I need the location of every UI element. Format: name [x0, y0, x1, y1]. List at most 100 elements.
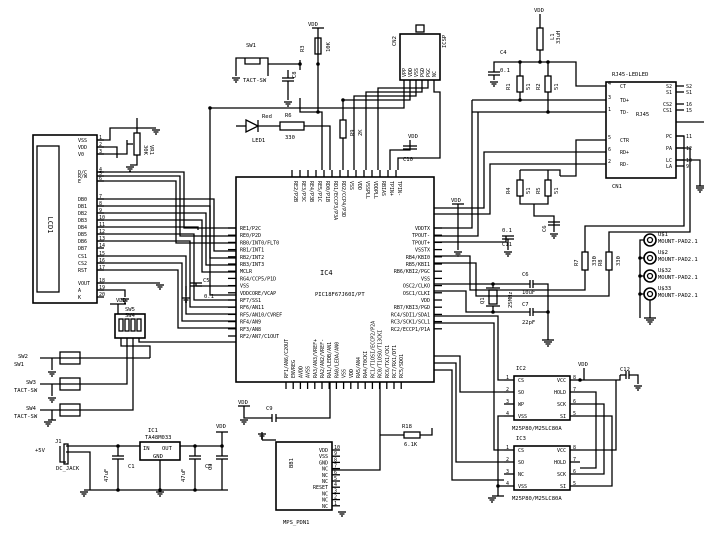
- lcd-pin-name: CS2: [78, 261, 87, 267]
- lcd-pin-name: K: [78, 295, 81, 301]
- ic2-body: [513, 375, 571, 421]
- mps-body: [275, 441, 333, 511]
- ic3-pins-pin-number: 8: [573, 445, 576, 451]
- r3-ref: R3: [300, 45, 306, 52]
- lcd-pin-number: 15: [99, 251, 105, 257]
- push-switches: SW2 SW1 SW3 TACT-SW SW4 TACT-SW: [14, 350, 150, 421]
- mcu-pin-name: RC2/ECCP1/P1A: [391, 327, 430, 333]
- mps-pin-number: 1: [334, 501, 337, 507]
- vdd-label-c11: VDD: [408, 134, 418, 140]
- lcd-pin-number: 4: [99, 167, 102, 173]
- rj45-pin-name: CS1: [663, 108, 672, 114]
- mps-pin-name: RESET: [313, 485, 328, 491]
- rj45-pin-number: 15: [686, 108, 692, 114]
- ic2-pins-pin-name: SO: [518, 390, 524, 396]
- mcu-pin-name: RF5/AN10/CVREF: [240, 312, 282, 318]
- lcd-screen: [36, 145, 60, 293]
- r1-ref: R1: [506, 83, 512, 90]
- mcu-pin-name: AVDD: [298, 366, 304, 378]
- mps-pin-name: NC: [322, 491, 328, 497]
- rj45-pin-number: 10: [686, 158, 692, 164]
- mps-pin-number: 9: [334, 451, 337, 457]
- icsp-label: ICSP: [442, 34, 448, 48]
- rj45-pin-name: CS2: [663, 102, 672, 108]
- vdd-label-ic2: VDD: [578, 362, 588, 368]
- mcu-pin-name: AVSS: [306, 366, 312, 378]
- lcd-ref: LCD1: [46, 217, 54, 234]
- mcu-right-pins: VDDTXTPOUT-TPOUT+VSSTXRB4/KBI0RB5/KBI1RB…: [391, 226, 442, 333]
- mcu-pin-name: RB5/KBI1: [406, 262, 430, 268]
- lcd-pin-name: DB0: [78, 197, 87, 203]
- mcu-pin-name: RD0/P1B: [324, 181, 330, 202]
- mcu-pin-name: RC1/T1OSI/ECCP2/P2A: [370, 321, 376, 378]
- lcd-pin-number: 6: [99, 176, 102, 182]
- ic2-pins-pin-number: 1: [506, 375, 509, 381]
- r9-ref: R9: [350, 129, 356, 136]
- mcu-pin-name: RB4/KBI0: [406, 255, 430, 261]
- mps-pin-name: VDD: [319, 448, 328, 454]
- led-color: Red: [262, 114, 272, 120]
- lcd-pin-name: V0: [78, 152, 84, 158]
- ic2-pins-pin-name: VSS: [518, 414, 527, 420]
- rj45-pin-number: 2: [608, 159, 611, 165]
- rj45-pin-name: PA: [666, 146, 672, 152]
- ic3-pins-pin-name: SO: [518, 460, 524, 466]
- ic3-pins-pin-name: VSS: [518, 484, 527, 490]
- lcd-pin-name: A: [78, 288, 81, 294]
- dip-switch: SW5 SW4 VDD: [110, 298, 236, 358]
- c1-ref: C1: [128, 464, 135, 470]
- mcu-pin-name: RD1/ECCP3/P3A: [332, 181, 338, 220]
- ic2-pins-pin-number: 4: [506, 411, 509, 417]
- mcu-pin-name: VSSTX: [415, 248, 430, 254]
- ic3-ref: IC3: [516, 436, 526, 442]
- mcu-pin-name: RF7/SS1: [240, 298, 261, 304]
- mcu-pin-name: VDDPLL: [372, 181, 378, 199]
- c5-ref: C6: [542, 225, 548, 232]
- c2-ref: C2: [205, 464, 212, 470]
- rj45-pin-number: 4: [608, 81, 611, 87]
- sw1-group: SW1 TACT-SW VDD R3 10K C8: [235, 22, 332, 170]
- vr1-ref: VR1: [148, 145, 154, 155]
- rj45-pin-number: 16: [686, 102, 692, 108]
- rj45-pin-name: PC: [666, 134, 672, 140]
- rj45-body: [605, 81, 677, 179]
- rj45-pin-number: 6: [608, 147, 611, 153]
- sw4-part: TACT-SW: [14, 414, 38, 420]
- reg-gnd: GND: [153, 454, 163, 460]
- mcu-pin-name: RF1/AN6/C2OUT: [284, 339, 290, 378]
- ic2-pins-pin-number: 2: [506, 387, 509, 393]
- mount-pad-4: U$33 MOUNT-PAD2.1: [643, 286, 698, 301]
- ic3-part: M25P80/M25LC80A: [512, 496, 562, 502]
- mcu-pin-name: RE5/P1C: [316, 181, 322, 202]
- icsp-ref: CN2: [392, 36, 398, 46]
- mps-pin-number: 6: [334, 470, 337, 476]
- mcu-pin-name: RA5/AN4: [356, 357, 362, 378]
- mcu-pin-name: RE4/P3B: [308, 181, 314, 202]
- ic2-pins-pin-name: SCK: [557, 402, 566, 408]
- c6-ref: C5: [203, 278, 210, 284]
- mcu-pin-name: RC4/SDI1/SDA1: [391, 312, 430, 318]
- ic2-ref: IC2: [516, 366, 526, 372]
- mcu-pin-name: TPIN-: [396, 181, 402, 196]
- ic3-pins-pin-name: HOLD: [554, 460, 566, 466]
- mcu-pin-name: VDDCORE/VCAP: [240, 291, 276, 297]
- mcu-pin-name: RA3/AN3/VREF+: [313, 339, 319, 378]
- mcu-pin-name: RC3/SCK1/SCL1: [391, 320, 430, 326]
- mcu-pin-name: VDD: [356, 181, 362, 190]
- ic2-part: M25P80/M25LC80A: [512, 426, 562, 432]
- mcu-part: PIC18F67J60I/PT: [315, 292, 365, 298]
- reg-out: OUT: [162, 446, 173, 452]
- pot-body: [133, 132, 141, 156]
- l1-value: 33uH: [556, 31, 562, 44]
- r5-ref: R5: [536, 187, 542, 194]
- vdd-label-r3: VDD: [308, 22, 318, 28]
- mount3-part: MOUNT-PAD2.1: [658, 275, 698, 281]
- mount2-ref: U$2: [658, 250, 668, 256]
